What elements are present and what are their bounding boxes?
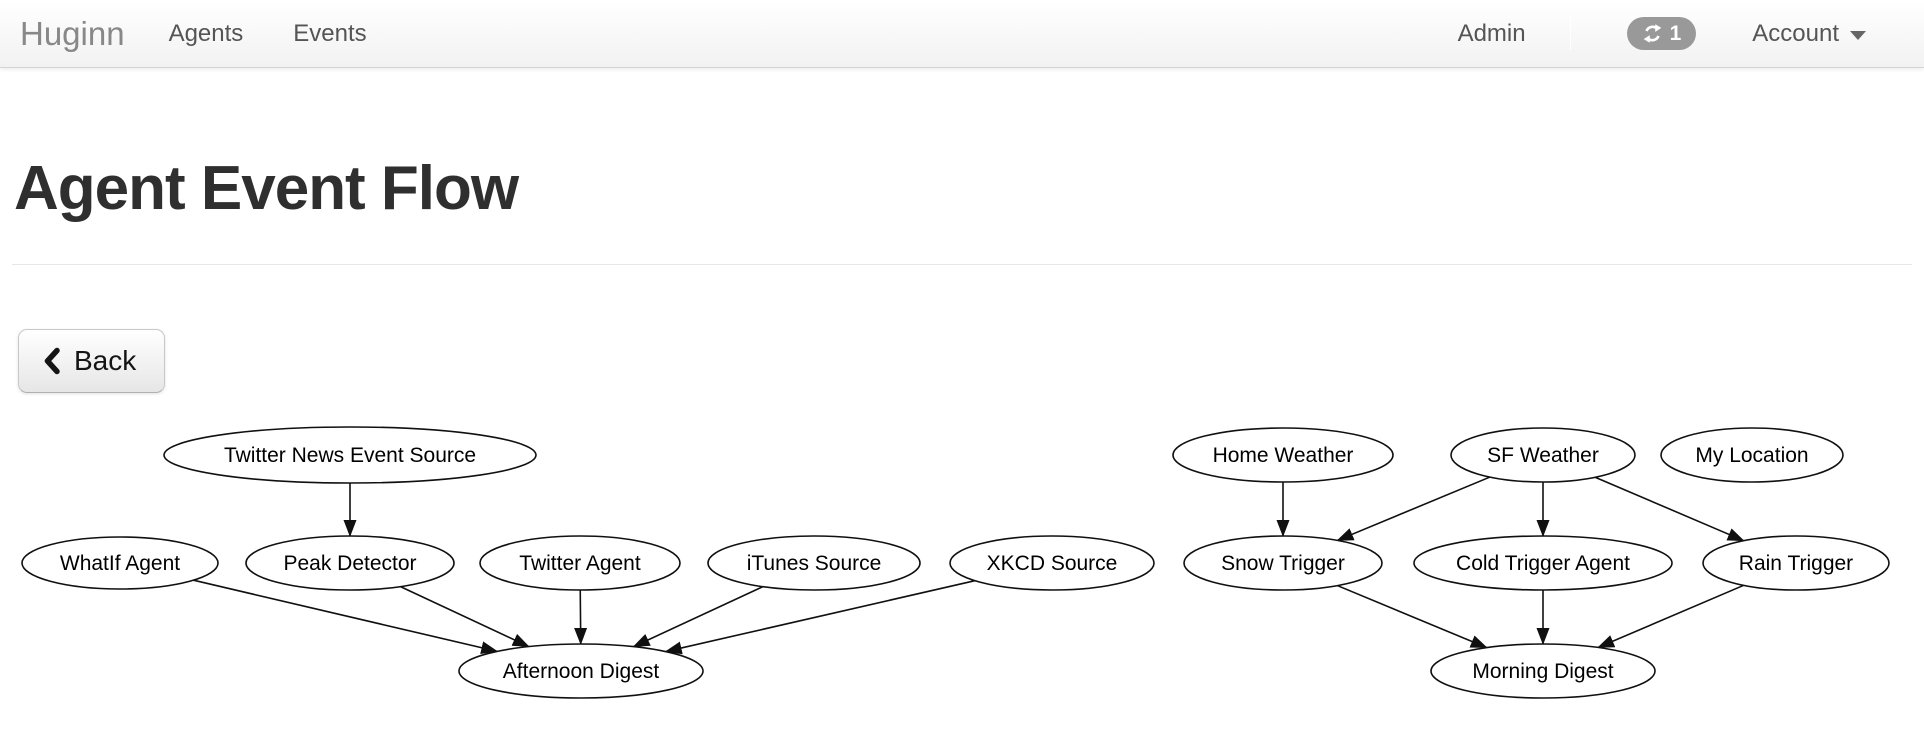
node-ellipse bbox=[163, 426, 537, 484]
node-ellipse bbox=[1660, 427, 1844, 483]
graph-node-rain-trigger: Rain Trigger bbox=[1702, 535, 1890, 591]
node-label: XKCD Source bbox=[987, 552, 1118, 575]
account-menu[interactable]: Account bbox=[1752, 19, 1866, 47]
node-label: My Location bbox=[1695, 444, 1808, 467]
node-ellipse bbox=[1430, 643, 1656, 699]
node-ellipse bbox=[1183, 535, 1383, 591]
job-count: 1 bbox=[1669, 22, 1682, 45]
navbar-right: Admin 1 Account bbox=[1458, 17, 1866, 50]
node-label: WhatIf Agent bbox=[60, 552, 180, 575]
chevron-left-icon bbox=[44, 347, 60, 375]
agent-flow-diagram: Twitter News Event Source Home Weather SF … bbox=[0, 420, 1924, 710]
node-ellipse bbox=[1450, 427, 1636, 483]
node-label: Rain Trigger bbox=[1739, 552, 1853, 575]
nav-item-agents[interactable]: Agents bbox=[168, 19, 244, 47]
node-label: Cold Trigger Agent bbox=[1456, 552, 1630, 575]
navbar-divider bbox=[1569, 17, 1571, 50]
title-divider bbox=[12, 263, 1912, 265]
graph-node-xkcd-source: XKCD Source bbox=[949, 535, 1155, 591]
graph-node-morning-digest: Morning Digest bbox=[1430, 643, 1656, 699]
graph-edge-rain-trigger-morning-digest bbox=[1597, 584, 1745, 649]
graph-node-cold-trigger: Cold Trigger Agent bbox=[1413, 535, 1673, 591]
node-label: SF Weather bbox=[1487, 444, 1599, 467]
graph-edge-xkcd-source-afternoon-digest bbox=[664, 580, 976, 655]
graph-node-itunes-source: iTunes Source bbox=[707, 535, 921, 591]
graph-node-sf-weather: SF Weather bbox=[1450, 427, 1636, 483]
nav-item-admin[interactable]: Admin bbox=[1457, 19, 1526, 47]
node-ellipse bbox=[707, 535, 921, 591]
graph-edge-itunes-source-afternoon-digest bbox=[632, 586, 764, 648]
edges-layer bbox=[193, 476, 1745, 655]
navbar: Huginn Agents Events Admin 1 Account bbox=[0, 0, 1924, 68]
page-title: Agent Event Flow bbox=[14, 154, 519, 223]
graph-node-snow-trigger: Snow Trigger bbox=[1183, 535, 1383, 591]
nav-item-events[interactable]: Events bbox=[293, 19, 367, 47]
node-label: Peak Detector bbox=[283, 552, 416, 575]
refresh-icon bbox=[1643, 24, 1661, 43]
node-ellipse bbox=[245, 535, 455, 591]
node-ellipse bbox=[1413, 535, 1673, 591]
graph-node-twitter-agent: Twitter Agent bbox=[479, 535, 681, 591]
graph-node-home-weather: Home Weather bbox=[1172, 427, 1394, 483]
main-content: Agent Event Flow Back Twitter News Event… bbox=[0, 154, 1924, 710]
node-ellipse bbox=[1702, 535, 1890, 591]
graph-node-peak-detector: Peak Detector bbox=[245, 535, 455, 591]
back-button[interactable]: Back bbox=[18, 328, 166, 394]
node-ellipse bbox=[949, 535, 1155, 591]
account-label: Account bbox=[1752, 19, 1839, 47]
graph-edge-peak-detector-afternoon-digest bbox=[400, 586, 530, 648]
graph-edge-sf-weather-snow-trigger bbox=[1336, 476, 1491, 542]
node-ellipse bbox=[1172, 427, 1394, 483]
graph-node-my-location: My Location bbox=[1660, 427, 1844, 483]
graph-node-twitter-news: Twitter News Event Source bbox=[163, 426, 537, 484]
graph-node-afternoon-digest: Afternoon Digest bbox=[458, 643, 704, 699]
primary-nav: Agents Events bbox=[168, 19, 367, 47]
node-label: Twitter Agent bbox=[519, 552, 641, 575]
brand-link[interactable]: Huginn bbox=[20, 15, 125, 52]
graph-edge-sf-weather-rain-trigger bbox=[1594, 476, 1745, 542]
graph-edge-twitter-agent-afternoon-digest bbox=[574, 590, 588, 646]
node-label: Snow Trigger bbox=[1221, 552, 1345, 575]
node-label: Home Weather bbox=[1213, 444, 1354, 467]
node-ellipse bbox=[479, 535, 681, 591]
node-label: Morning Digest bbox=[1472, 660, 1613, 683]
graph-node-whatif-agent: WhatIf Agent bbox=[21, 536, 219, 590]
node-label: Afternoon Digest bbox=[503, 660, 660, 683]
node-ellipse bbox=[458, 643, 704, 699]
agent-flow-graph: Twitter News Event Source Home Weather SF … bbox=[21, 426, 1890, 699]
node-ellipse bbox=[21, 536, 219, 590]
chevron-down-icon bbox=[1850, 30, 1866, 40]
back-label: Back bbox=[74, 344, 137, 376]
node-label: Twitter News Event Source bbox=[224, 444, 476, 467]
graph-edge-whatif-agent-afternoon-digest bbox=[193, 579, 499, 655]
job-queue-badge[interactable]: 1 bbox=[1626, 17, 1697, 50]
graph-edge-snow-trigger-morning-digest bbox=[1337, 584, 1488, 649]
node-label: iTunes Source bbox=[747, 552, 882, 575]
nodes-layer: Twitter News Event Source Home Weather SF … bbox=[21, 426, 1890, 699]
